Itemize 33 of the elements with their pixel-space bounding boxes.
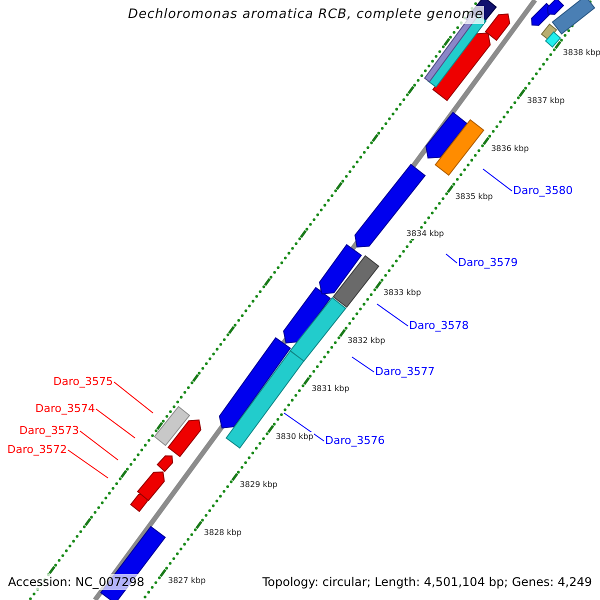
- footer-text: Topology: circular; Length: 4,501,104 bp; Genes: 4,249: [262, 574, 592, 590]
- footer-text: Accession: NC_007298: [8, 574, 144, 590]
- tick-label: 3838 kbp: [562, 48, 600, 58]
- gene-label: Daro_3572: [7, 443, 67, 457]
- tick-label: 3827 kbp: [167, 576, 207, 586]
- tick-label: 3830 kbp: [274, 432, 314, 442]
- leader-line: [114, 382, 154, 414]
- gene-label: Daro_3576: [325, 434, 385, 448]
- tick-label: 3832 kbp: [346, 336, 386, 346]
- gene-label: Daro_3578: [409, 319, 469, 333]
- tick-label: 3837 kbp: [526, 96, 566, 106]
- tick-label: 3834 kbp: [405, 229, 445, 239]
- tick-label: 3828 kbp: [202, 528, 243, 538]
- gene-label: Daro_3573: [19, 424, 79, 438]
- leader-line: [446, 254, 458, 264]
- tick-label: 3829 kbp: [238, 480, 278, 490]
- tick-label: 3836 kbp: [490, 144, 530, 154]
- leader-line: [68, 450, 108, 478]
- gene-label: Daro_3577: [375, 365, 435, 379]
- gene-label: Daro_3575: [53, 375, 113, 389]
- tick-label: 3833 kbp: [382, 288, 422, 298]
- leader-line: [284, 412, 324, 442]
- gene-label: Daro_3580: [513, 184, 573, 198]
- gene-label: Daro_3574: [35, 402, 95, 416]
- leader-line: [80, 430, 118, 460]
- gene-label: Daro_3579: [458, 256, 518, 270]
- tick-label: 3831 kbp: [310, 384, 350, 394]
- title: Dechloromonas aromatica RCB, complete genome: [128, 6, 484, 24]
- leader-line: [482, 168, 512, 192]
- leader-line: [376, 304, 408, 326]
- leader-line: [96, 408, 136, 438]
- leader-line: [352, 356, 374, 372]
- tick-label: 3835 kbp: [454, 192, 494, 202]
